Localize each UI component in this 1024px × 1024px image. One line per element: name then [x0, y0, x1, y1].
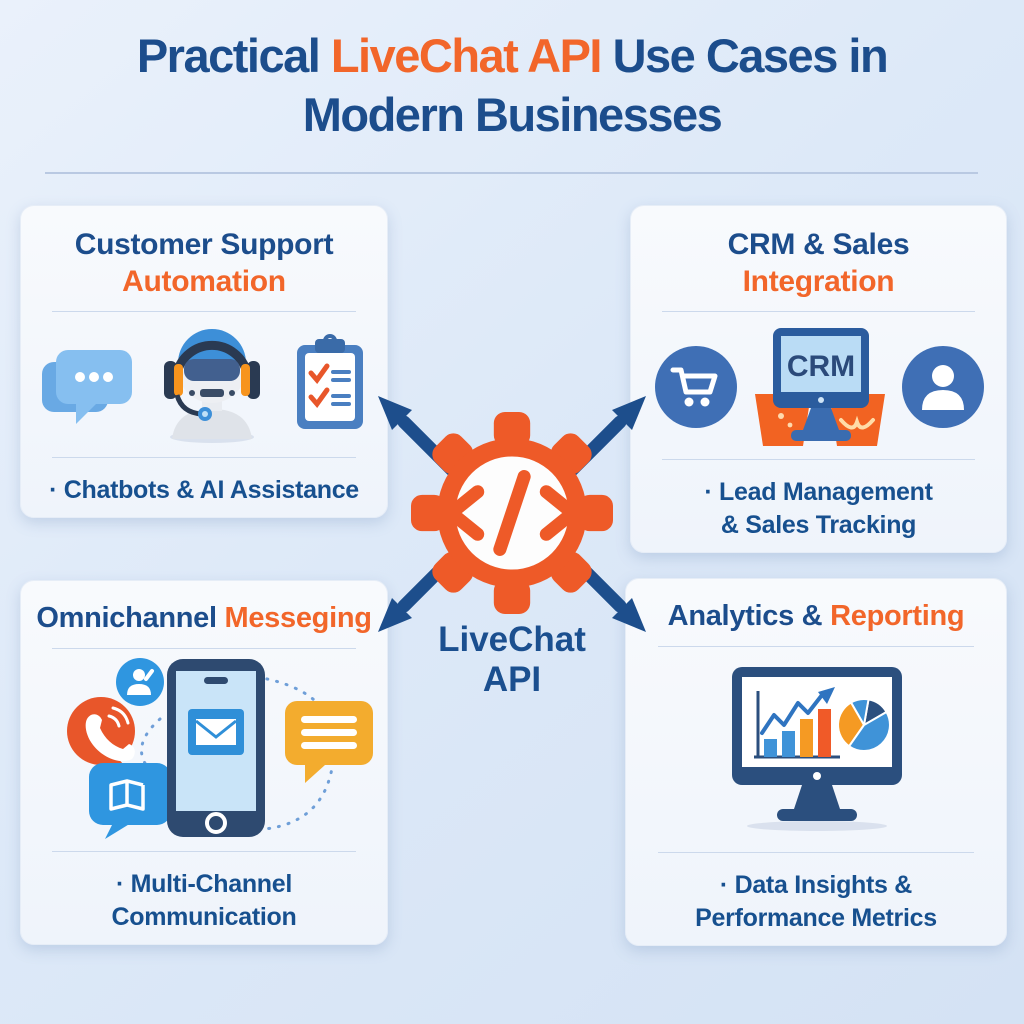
divider — [51, 457, 357, 458]
card-customer-support-title: Customer Support Automation — [74, 228, 334, 299]
divider — [51, 851, 357, 852]
checklist-clipboard-icon — [296, 334, 363, 430]
divider — [657, 852, 975, 853]
title-line-2: Modern Businesses — [302, 88, 723, 142]
person-badge-icon — [902, 346, 984, 429]
title-line-1: Practical LiveChat API Use Cases in — [136, 29, 889, 82]
analytics-monitor-icon — [731, 666, 902, 831]
card-crm-sales: CRM & Sales Integration CRM — [630, 205, 1007, 553]
bar-chart-icon — [753, 690, 840, 759]
divider — [662, 459, 975, 460]
card-analytics: Analytics & Reporting — [625, 578, 1007, 946]
analytics-icons — [640, 655, 992, 841]
divider — [51, 311, 357, 313]
cart-badge-icon — [655, 346, 737, 429]
card-customer-support: Customer Support Automation — [20, 205, 388, 518]
support-robot-icon — [163, 329, 260, 444]
center-hub-label: LiveChat API — [438, 620, 586, 700]
card-crm-sales-title: CRM & Sales Integration — [727, 228, 910, 299]
divider — [662, 311, 975, 313]
page-title: Practical LiveChat API Use Cases in Mode… — [0, 26, 1024, 144]
trend-arrow-icon — [759, 686, 835, 735]
crm-screen-label: CRM — [787, 350, 855, 383]
card-analytics-title: Analytics & Reporting — [667, 600, 965, 632]
crm-sales-icons: CRM — [645, 320, 992, 448]
customer-support-icons — [35, 320, 373, 446]
analytics-bullet: · Data Insights & Performance Metrics — [695, 871, 937, 932]
divider — [657, 645, 975, 647]
crm-sales-bullet: · Lead Management & Sales Tracking — [704, 478, 933, 539]
person-chat-badge-icon — [116, 657, 164, 706]
omnichannel-bullet: · Multi-Channel Communication — [111, 870, 297, 931]
smartphone-mail-icon — [167, 658, 265, 837]
card-omnichannel: Omnichannel Messeging — [20, 580, 388, 945]
code-gear-icon — [411, 412, 613, 614]
divider — [51, 647, 357, 649]
book-chat-badge-icon — [89, 762, 171, 839]
chat-dots-icon — [41, 350, 132, 425]
card-omnichannel-title: Omnichannel Messeging — [36, 602, 372, 634]
text-chat-bubble-icon — [285, 700, 373, 783]
title-divider — [45, 172, 978, 174]
pie-chart-icon — [836, 697, 891, 752]
crm-monitor-icon: CRM — [755, 328, 885, 447]
customer-support-bullet: · Chatbots & AI Assistance — [49, 476, 359, 504]
omnichannel-icons — [35, 657, 373, 840]
